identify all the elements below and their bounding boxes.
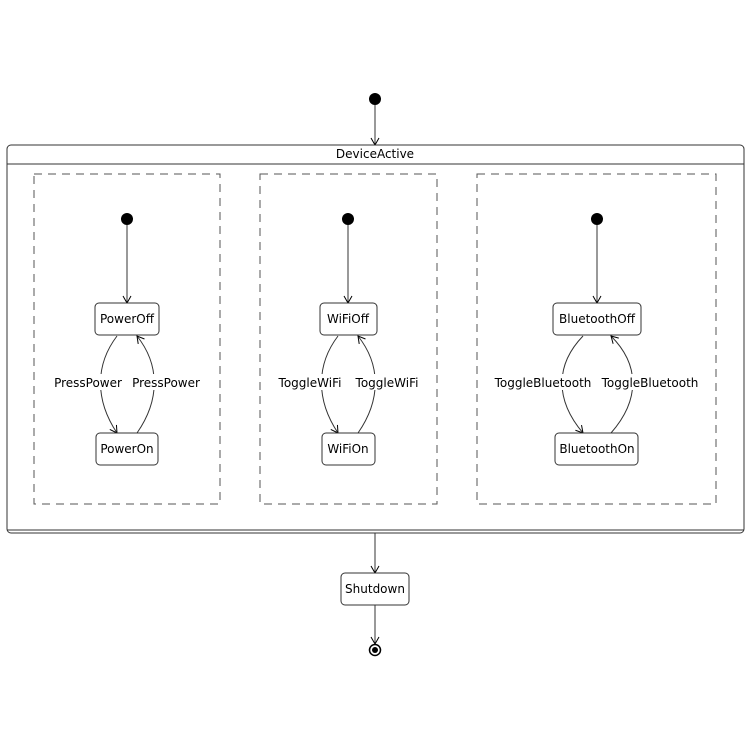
- initial-state: [121, 213, 133, 225]
- state-label: Shutdown: [345, 582, 405, 596]
- state-wifi-off[interactable]: [319, 302, 378, 336]
- state-power-off[interactable]: [94, 302, 160, 336]
- final-state: [368, 643, 382, 657]
- initial-state: [369, 93, 381, 105]
- transition-label: ToggleBluetooth: [601, 376, 699, 390]
- region-wifi: WiFiOff WiFiOn ToggleWiFi ToggleWiFi: [259, 173, 438, 505]
- transition-label: ToggleBluetooth: [494, 376, 592, 390]
- state-label: BluetoothOff: [559, 312, 636, 326]
- transition-label: PressPower: [54, 376, 122, 390]
- state-power-on[interactable]: [95, 432, 159, 466]
- composite-title: DeviceActive: [336, 147, 414, 161]
- state-label: PowerOn: [100, 442, 153, 456]
- transition-label: PressPower: [132, 376, 200, 390]
- initial-state: [591, 213, 603, 225]
- region-power: PowerOff PowerOn PressPower PressPower: [33, 173, 221, 505]
- state-label: WiFiOff: [327, 312, 370, 326]
- transition-label: ToggleWiFi: [355, 376, 419, 390]
- state-bluetooth-off[interactable]: [552, 302, 642, 336]
- state-label: WiFiOn: [327, 442, 368, 456]
- initial-state: [342, 213, 354, 225]
- region-bluetooth: BluetoothOff BluetoothOn ToggleBluetooth…: [476, 173, 717, 505]
- state-wifi-on[interactable]: [321, 432, 376, 466]
- state-bluetooth-on[interactable]: [554, 432, 639, 466]
- state-label: BluetoothOn: [559, 442, 634, 456]
- transition-label: ToggleWiFi: [278, 376, 342, 390]
- state-label: PowerOff: [100, 312, 155, 326]
- composite-state-device-active[interactable]: DeviceActive: [6, 144, 745, 534]
